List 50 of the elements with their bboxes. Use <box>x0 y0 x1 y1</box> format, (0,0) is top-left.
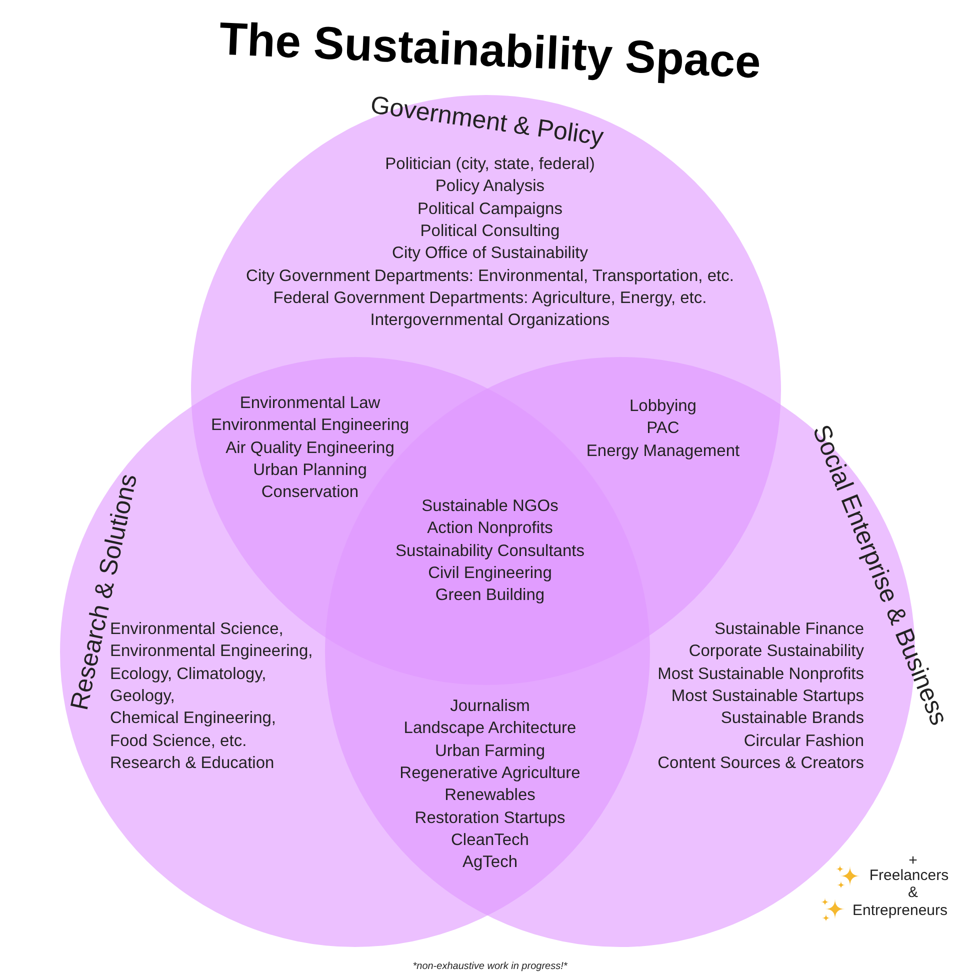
list-item: Most Sustainable Nonprofits <box>658 664 864 684</box>
label-text: Freelancers <box>869 867 949 884</box>
label-text: Journalism <box>450 696 530 716</box>
list-item: Research & Education <box>110 752 274 773</box>
list-item: Federal Government Departments: Agriculture, Energy, etc. <box>273 288 707 308</box>
label-text: Regenerative Agriculture <box>400 762 580 783</box>
label-text: Action Nonprofits <box>427 518 553 538</box>
list-item: Political Campaigns <box>418 198 562 219</box>
label-text: Landscape Architecture <box>404 718 576 738</box>
list-item: City Office of Sustainability <box>392 243 588 264</box>
list-item: Chemical Engineering, <box>110 708 276 728</box>
list-item: Intergovernmental Organizations <box>370 310 610 330</box>
label-text: Energy Management <box>586 440 740 461</box>
label-text: Lobbying <box>630 396 696 416</box>
label-text: Sustainability Consultants <box>396 540 584 561</box>
label-text: Sustainable NGOs <box>422 496 558 516</box>
label-text: AgTech <box>462 852 518 872</box>
label-text: Civil Engineering <box>428 562 552 583</box>
label-text: Renewables <box>444 785 536 806</box>
footnote: *non-exhaustive work in progress!* <box>412 961 568 973</box>
label-text: PAC <box>646 418 680 438</box>
list-item: Circular Fashion <box>744 730 864 750</box>
list-item: Sustainable Finance <box>714 619 864 639</box>
list-item: Sustainable Brands <box>720 708 864 728</box>
list-item: Political Consulting <box>420 220 560 241</box>
list-item: Content Sources & Creators <box>658 752 864 773</box>
label-text: & <box>908 884 918 901</box>
label-text: Urban Planning <box>253 460 367 480</box>
circle-heading: Government & Policy <box>368 90 606 152</box>
label-text: Entrepreneurs <box>852 902 948 919</box>
list-item: Food Science, etc. <box>110 730 247 750</box>
list-item: Policy Analysis <box>435 176 545 196</box>
label-text: Air Quality Engineering <box>226 438 394 458</box>
label-text: + <box>908 852 918 869</box>
list-item: Environmental Engineering, <box>110 641 313 662</box>
label-text: Environmental Engineering <box>210 415 410 436</box>
label-text: CleanTech <box>451 830 529 850</box>
list-item: Geology, <box>110 686 175 706</box>
list-item: City Government Departments: Environmental, Transportation, etc. <box>246 266 734 286</box>
label-text: Restoration Startups <box>414 808 566 828</box>
label-text: Environmental Law <box>240 393 380 413</box>
list-item: Politician (city, state, federal) <box>385 154 595 174</box>
label-text: Conservation <box>261 482 359 502</box>
label-text: Urban Farming <box>434 740 546 761</box>
list-item: Most Sustainable Startups <box>671 686 864 706</box>
list-item: Environmental Science, <box>110 619 284 639</box>
title: The Sustainability Space <box>218 11 762 90</box>
list-item: Ecology, Climatology, <box>110 664 266 684</box>
list-item: Corporate Sustainability <box>688 641 864 662</box>
label-text: Green Building <box>435 585 545 606</box>
